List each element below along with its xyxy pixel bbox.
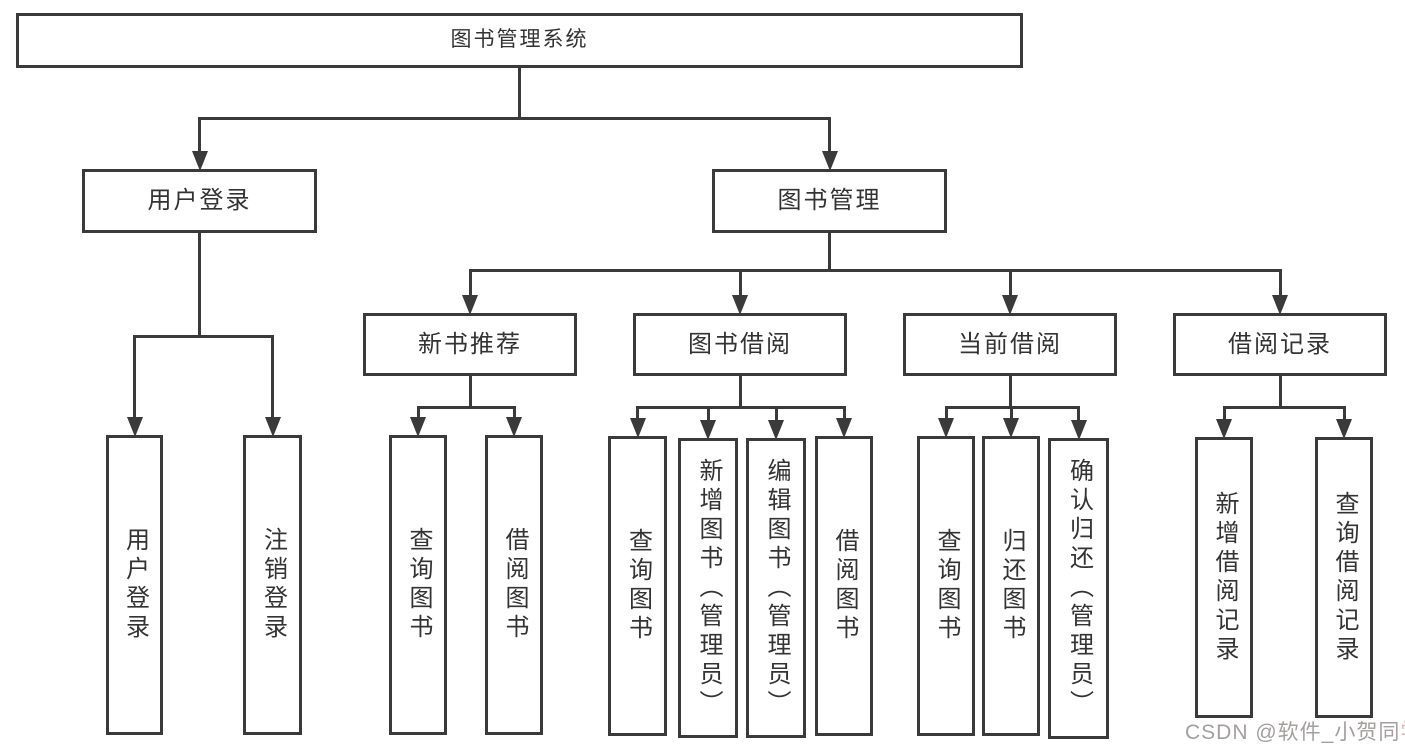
arrow-down-icon: [938, 418, 954, 438]
node-label: 借阅记录: [1228, 330, 1332, 358]
node-label: 查询图书: [624, 528, 652, 644]
connector-line: [636, 406, 639, 418]
arrow-down-icon: [732, 295, 748, 315]
arrow-down-icon: [126, 417, 143, 437]
arrow-down-icon: [410, 417, 426, 437]
arrow-down-icon: [821, 151, 838, 171]
arrow-down-icon: [1070, 420, 1087, 440]
node-user-login: 用户登录: [82, 169, 317, 233]
connector-line: [416, 406, 420, 417]
arrow-down-icon: [191, 151, 208, 171]
arrow-down-icon: [768, 420, 784, 440]
connector-line: [468, 376, 472, 409]
node-label: 新书推荐: [418, 330, 522, 358]
node-label: 新增借阅记录: [1211, 490, 1238, 665]
node-label: 图书管理: [777, 187, 882, 214]
node-book-borrow: 图书借阅: [633, 313, 847, 376]
arrow-down-icon: [1336, 419, 1352, 439]
node-record-query: 查询借阅记录: [1315, 437, 1373, 718]
node-borrow-add: 新增图书（管理员）: [678, 438, 738, 738]
node-leaf-logout: 注销登录: [243, 435, 302, 735]
watermark-text-accent: 学: [1400, 721, 1405, 744]
connector-line: [1278, 269, 1282, 295]
connector-line: [1278, 376, 1282, 409]
connector-line: [738, 269, 742, 295]
connector-line: [1222, 406, 1226, 419]
node-label: 用户登录: [121, 527, 149, 643]
node-rec-borrow: 借阅图书: [485, 435, 543, 735]
node-label: 编辑图书（管理员）: [763, 457, 790, 719]
arrow-down-icon: [629, 418, 646, 438]
connector-line: [828, 117, 831, 151]
node-new-book-rec: 新书推荐: [363, 313, 577, 376]
connector-line: [198, 117, 201, 151]
node-label: 借阅图书: [831, 528, 858, 644]
node-rec-query: 查询图书: [389, 435, 447, 735]
node-label: 新增图书（管理员）: [695, 457, 722, 719]
arrow-down-icon: [462, 295, 478, 315]
connector-line: [636, 406, 846, 409]
node-label: 图书借阅: [688, 330, 792, 358]
node-current-borrow: 当前借阅: [903, 313, 1117, 376]
connector-line: [198, 233, 201, 338]
node-label: 图书管理系统: [450, 28, 589, 52]
connector-line: [944, 406, 948, 418]
node-label: 确认归还（管理员）: [1065, 458, 1093, 719]
node-borrow-query: 查询图书: [608, 436, 667, 736]
node-root: 图书管理系统: [16, 13, 1023, 68]
arrow-down-icon: [1002, 295, 1018, 315]
arrow-down-icon: [1216, 419, 1232, 439]
node-label: 查询图书: [405, 527, 432, 643]
connector-line: [1009, 406, 1013, 418]
connector-line: [706, 406, 710, 420]
node-label: 借阅图书: [501, 527, 528, 643]
connector-line: [518, 68, 521, 120]
connector-line: [271, 335, 274, 417]
connector-line: [1342, 406, 1346, 419]
arrow-down-icon: [836, 418, 852, 438]
connector-line: [512, 406, 516, 417]
node-borrow-edit: 编辑图书（管理员）: [746, 438, 806, 738]
node-book-mgmt: 图书管理: [712, 169, 947, 233]
connector-line: [828, 233, 831, 272]
connector-line: [774, 406, 778, 420]
node-borrow-borrow: 借阅图书: [815, 436, 873, 736]
connector-line: [468, 269, 1282, 272]
node-label: 当前借阅: [958, 330, 1062, 358]
connector-line: [468, 269, 472, 295]
connector-line: [1008, 376, 1012, 409]
node-label: 归还图书: [998, 528, 1025, 644]
node-label: 注销登录: [259, 527, 287, 643]
node-cur-return: 归还图书: [982, 436, 1040, 736]
connector-line: [1008, 269, 1012, 295]
arrow-down-icon: [700, 420, 716, 440]
connector-line: [1077, 406, 1080, 420]
arrow-down-icon: [264, 417, 281, 437]
connector-line: [198, 117, 831, 120]
connector-line: [842, 406, 846, 418]
connector-line: [133, 335, 136, 417]
csdn-watermark: CSDN @软件_小贺同学: [1185, 716, 1405, 746]
watermark-text: CSDN @软件_小贺同: [1185, 721, 1401, 744]
arrow-down-icon: [506, 417, 522, 437]
node-cur-confirm: 确认归还（管理员）: [1048, 438, 1109, 739]
arrow-down-icon: [1003, 418, 1019, 438]
connector-line: [738, 376, 742, 409]
connector-line: [416, 406, 516, 409]
node-leaf-user-login: 用户登录: [106, 435, 163, 735]
node-record-add: 新增借阅记录: [1195, 437, 1253, 718]
connector-line: [1222, 406, 1346, 409]
connector-line: [133, 335, 274, 338]
node-borrow-record: 借阅记录: [1173, 313, 1387, 376]
node-label: 用户登录: [147, 187, 252, 214]
node-cur-query: 查询图书: [917, 436, 975, 736]
node-label: 查询借阅记录: [1331, 490, 1358, 665]
arrow-down-icon: [1272, 295, 1288, 315]
node-label: 查询图书: [933, 528, 960, 644]
